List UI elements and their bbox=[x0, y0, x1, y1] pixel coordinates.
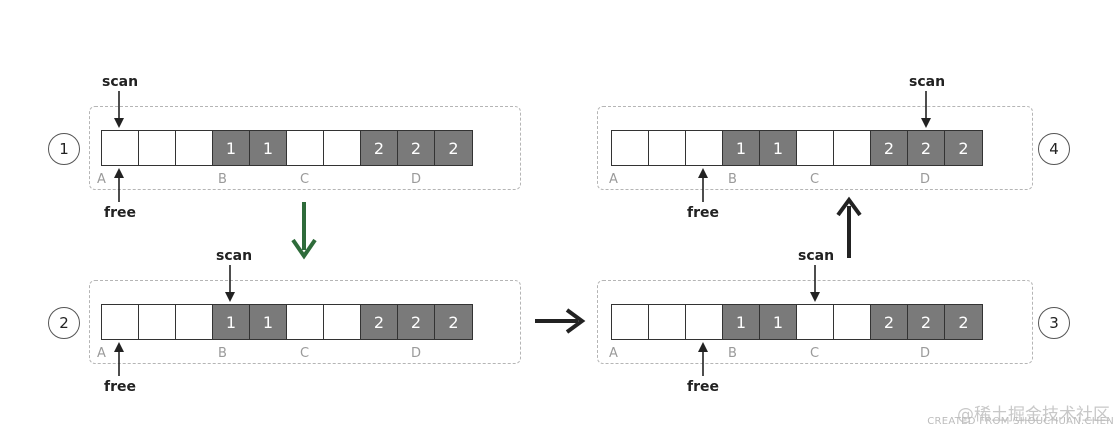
cell bbox=[139, 131, 176, 165]
scan-label: scan bbox=[798, 248, 835, 264]
cell bbox=[139, 305, 176, 339]
label-c: C bbox=[300, 172, 310, 187]
transition-arrow-3-to-4 bbox=[836, 196, 862, 258]
label-d: D bbox=[411, 346, 422, 361]
panel-3-cells: 1 1 2 2 2 bbox=[611, 304, 983, 340]
panel-1-frame bbox=[89, 106, 521, 190]
label-d: D bbox=[920, 346, 931, 361]
cell: 2 bbox=[871, 305, 908, 339]
cell: 2 bbox=[398, 131, 435, 165]
cell: 1 bbox=[250, 131, 287, 165]
panel-4-cells: 1 1 2 2 2 bbox=[611, 130, 983, 166]
cell: 2 bbox=[361, 131, 398, 165]
cell: 1 bbox=[250, 305, 287, 339]
label-d: D bbox=[920, 172, 931, 187]
cell: 1 bbox=[760, 305, 797, 339]
cell bbox=[686, 131, 723, 165]
cell: 2 bbox=[945, 131, 982, 165]
free-label: free bbox=[687, 205, 719, 221]
free-pointer-arrow bbox=[114, 168, 124, 202]
step-1-circle: 1 bbox=[48, 133, 80, 165]
label-a: A bbox=[609, 172, 618, 187]
cell: 1 bbox=[723, 131, 760, 165]
cell: 1 bbox=[760, 131, 797, 165]
panel-2-frame bbox=[89, 280, 521, 364]
cell bbox=[649, 131, 686, 165]
cell: 2 bbox=[945, 305, 982, 339]
free-label: free bbox=[687, 379, 719, 395]
cell bbox=[102, 131, 139, 165]
free-pointer-arrow bbox=[698, 342, 708, 376]
cell bbox=[797, 131, 834, 165]
watermark-line1: @稀土掘金技术社区 bbox=[957, 405, 1110, 425]
scan-label: scan bbox=[216, 248, 253, 264]
cell: 1 bbox=[213, 131, 250, 165]
label-b: B bbox=[728, 172, 737, 187]
label-b: B bbox=[218, 172, 227, 187]
cell: 2 bbox=[908, 131, 945, 165]
cell bbox=[287, 131, 324, 165]
cell: 2 bbox=[361, 305, 398, 339]
cell bbox=[834, 305, 871, 339]
cell bbox=[612, 305, 649, 339]
cell bbox=[649, 305, 686, 339]
cell bbox=[834, 131, 871, 165]
cell: 1 bbox=[213, 305, 250, 339]
step-2-circle: 2 bbox=[48, 307, 80, 339]
cell bbox=[102, 305, 139, 339]
cell: 2 bbox=[908, 305, 945, 339]
free-label: free bbox=[104, 379, 136, 395]
label-a: A bbox=[609, 346, 618, 361]
free-pointer-arrow bbox=[114, 342, 124, 376]
scan-pointer-arrow bbox=[114, 91, 124, 128]
step-4-circle: 4 bbox=[1038, 133, 1070, 165]
scan-pointer-arrow bbox=[921, 91, 931, 128]
panel-4-frame bbox=[597, 106, 1033, 190]
cell: 2 bbox=[435, 305, 472, 339]
cell bbox=[797, 305, 834, 339]
label-c: C bbox=[300, 346, 310, 361]
cell: 2 bbox=[398, 305, 435, 339]
label-a: A bbox=[97, 172, 106, 187]
label-c: C bbox=[810, 172, 820, 187]
transition-arrow-2-to-3 bbox=[535, 308, 586, 334]
cell bbox=[686, 305, 723, 339]
cell: 1 bbox=[723, 305, 760, 339]
label-a: A bbox=[97, 346, 106, 361]
cell bbox=[324, 305, 361, 339]
label-b: B bbox=[728, 346, 737, 361]
panel-2-cells: 1 1 2 2 2 bbox=[101, 304, 473, 340]
free-label: free bbox=[104, 205, 136, 221]
cell bbox=[324, 131, 361, 165]
cell: 2 bbox=[871, 131, 908, 165]
label-b: B bbox=[218, 346, 227, 361]
cell bbox=[612, 131, 649, 165]
scan-pointer-arrow bbox=[810, 265, 820, 302]
scan-label: scan bbox=[909, 74, 946, 90]
watermark-line2: CREATED FROM SHOUCHUAN.CHEN bbox=[927, 416, 1114, 427]
scan-pointer-arrow bbox=[225, 265, 235, 302]
label-c: C bbox=[810, 346, 820, 361]
step-3-circle: 3 bbox=[1038, 307, 1070, 339]
cell bbox=[176, 131, 213, 165]
cell: 2 bbox=[435, 131, 472, 165]
cell bbox=[176, 305, 213, 339]
label-d: D bbox=[411, 172, 422, 187]
free-pointer-arrow bbox=[698, 168, 708, 202]
panel-1-cells: 1 1 2 2 2 bbox=[101, 130, 473, 166]
scan-label: scan bbox=[102, 74, 139, 90]
transition-arrow-1-to-2 bbox=[291, 202, 317, 260]
cell bbox=[287, 305, 324, 339]
